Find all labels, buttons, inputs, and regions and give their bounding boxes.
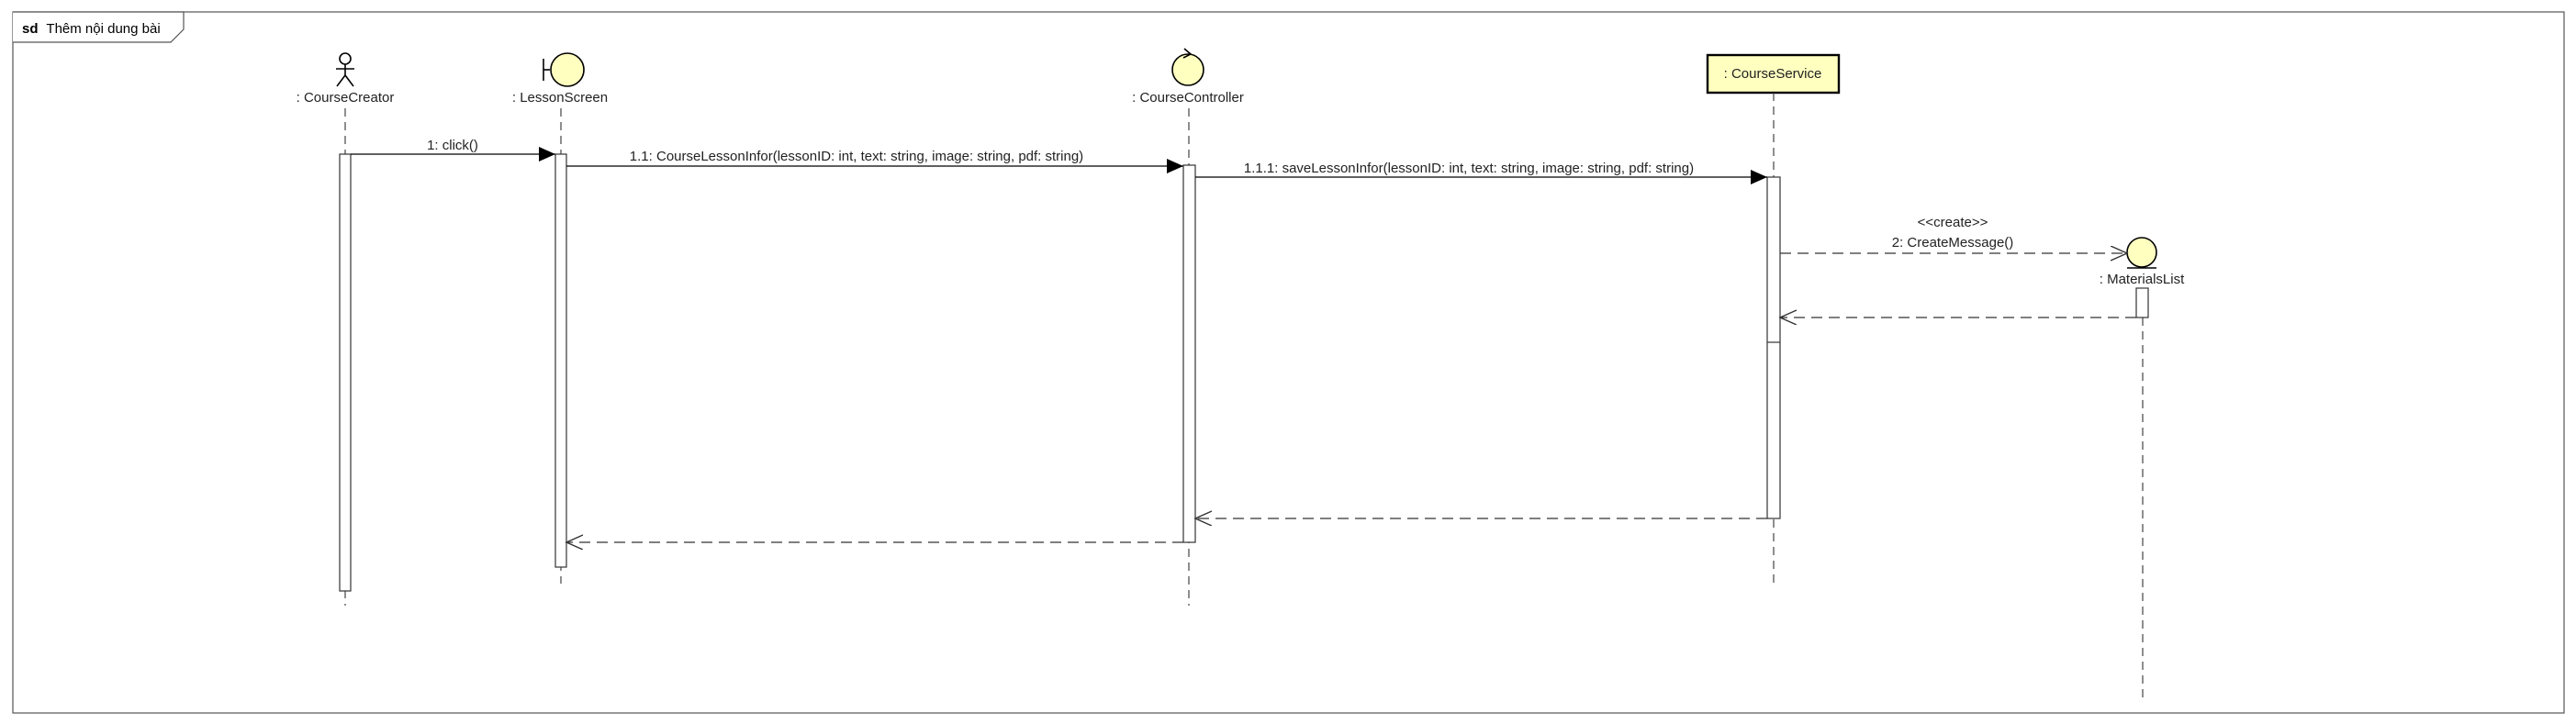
- message-label: 1.1.1: saveLessonInfor(lessonID: int, te…: [1244, 161, 1694, 176]
- control-icon: [1171, 48, 1204, 86]
- lifeline-lesson-screen: : LessonScreen: [512, 52, 608, 584]
- activation-bar: [339, 153, 352, 592]
- activation-bar: [2135, 287, 2149, 318]
- message-1-1-course-lesson-infor: 1.1: CourseLessonInfor(lessonID: int, te…: [566, 149, 1183, 173]
- lifeline-course-controller: : CourseController: [1132, 48, 1244, 606]
- message-2-create-message: <<create>> 2: CreateMessage(): [1780, 215, 2127, 253]
- lifeline-label: : CourseCreator: [297, 90, 395, 106]
- message-stereotype: <<create>>: [1918, 215, 1988, 230]
- lifeline-course-creator: : CourseCreator: [297, 52, 395, 606]
- lifeline-label: : LessonScreen: [512, 90, 608, 106]
- message-1-1-1-save-lesson-infor: 1.1.1: saveLessonInfor(lessonID: int, te…: [1195, 161, 1767, 184]
- activation-bar: [1182, 164, 1196, 543]
- lifeline-label: : MaterialsList: [2100, 272, 2185, 287]
- entity-icon: [2126, 237, 2157, 269]
- boundary-icon: [543, 52, 585, 87]
- svg-text:sd Thêm nội dung bài: sd Thêm nội dung bài: [22, 21, 161, 37]
- lifeline-course-service: : CourseService: [1706, 53, 1841, 584]
- actor-icon: [336, 52, 354, 87]
- activation-bar: [1766, 176, 1781, 519]
- lifeline-label: : CourseController: [1132, 90, 1244, 106]
- lifeline-label: : CourseService: [1724, 66, 1822, 82]
- message-label: 1: click(): [427, 138, 478, 153]
- frame-keyword: sd: [22, 21, 39, 37]
- diagram-frame: sd Thêm nội dung bài: [12, 11, 2565, 714]
- message-label: 1.1: CourseLessonInfor(lessonID: int, te…: [630, 149, 1083, 164]
- lifeline-materials-list: : MaterialsList: [2100, 237, 2185, 697]
- message-1-click: 1: click(): [351, 138, 555, 162]
- frame-tab: [13, 11, 185, 43]
- message-label: 2: CreateMessage(): [1892, 235, 2014, 251]
- activation-bar: [554, 153, 567, 568]
- frame-title: Thêm nội dung bài: [46, 21, 160, 37]
